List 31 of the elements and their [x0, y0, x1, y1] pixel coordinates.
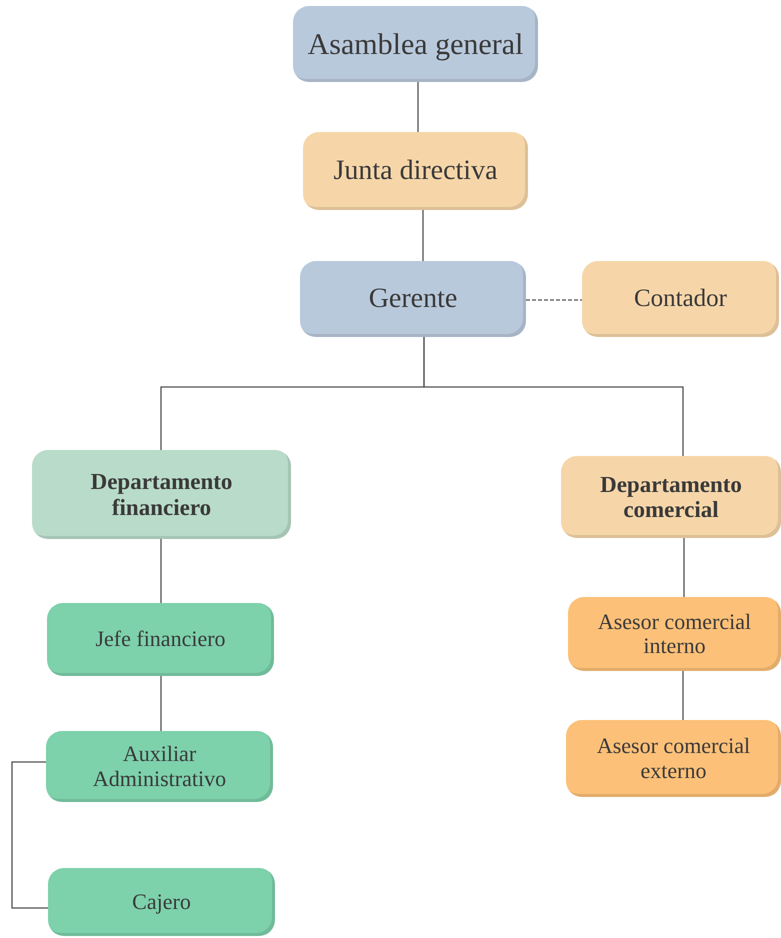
org-chart-box	[561, 456, 781, 538]
connector-line	[683, 538, 685, 597]
connector-line	[160, 539, 162, 603]
role-label: Asamblea general	[308, 28, 524, 60]
role-label: Junta directiva	[333, 156, 498, 186]
role-label: Gerente	[368, 284, 458, 314]
connector-line	[417, 82, 419, 132]
org-chart-box	[300, 261, 526, 337]
role-label: Departamento comercial	[599, 472, 743, 522]
role-label: Contador	[634, 285, 728, 313]
org-chart-box	[46, 731, 273, 802]
role-label: Asesor comercial interno	[596, 610, 752, 658]
org-chart-box	[568, 597, 781, 671]
org-chart-box	[582, 261, 779, 337]
role-label: Asesor comercial externo	[596, 734, 752, 783]
org-chart-box	[303, 132, 528, 210]
connector-line	[682, 671, 684, 720]
org-chart-box	[32, 450, 291, 539]
org-chart-box	[47, 603, 274, 676]
connector-line	[422, 210, 424, 261]
connector-line	[160, 676, 162, 731]
org-chart-box	[293, 6, 538, 82]
role-label: Cajero	[132, 890, 191, 914]
role-label: Jefe financiero	[95, 627, 226, 652]
connector-line	[11, 761, 48, 909]
dashed-connector	[526, 299, 582, 301]
org-chart-box	[48, 868, 275, 936]
role-label: Departamento financiero	[90, 469, 234, 520]
connector-line	[423, 337, 684, 456]
org-chart-box	[566, 720, 781, 797]
role-label: Auxiliar Administrativo	[92, 742, 228, 791]
